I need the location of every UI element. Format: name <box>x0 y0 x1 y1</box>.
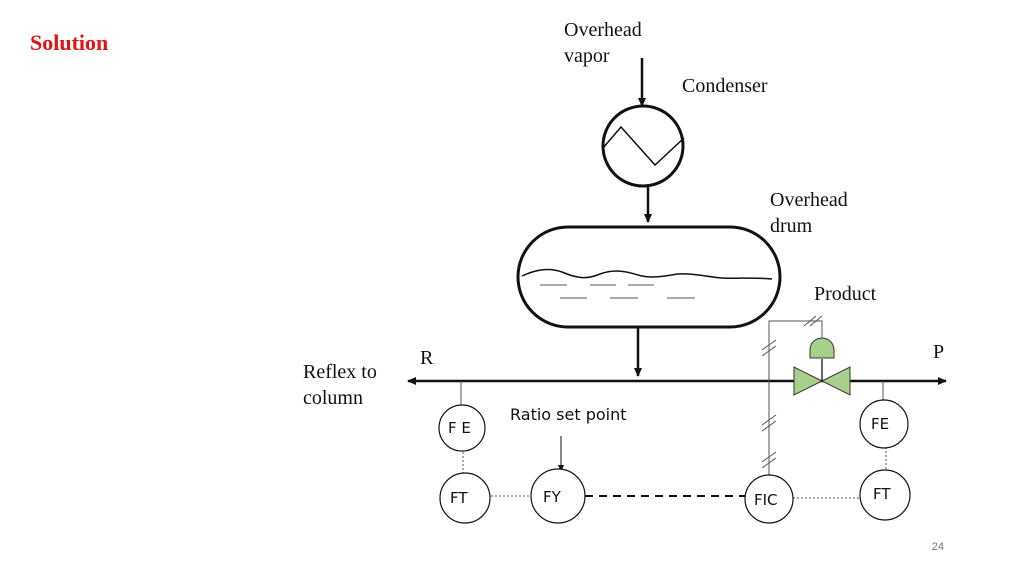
condenser-label: Condenser <box>682 75 768 97</box>
ratio-set-point-label: Ratio set point <box>510 405 627 424</box>
condenser-symbol <box>601 104 685 188</box>
stream-p-label: P <box>933 341 945 363</box>
page-number: 24 <box>931 541 944 553</box>
control-valve-symbol <box>793 337 851 396</box>
ft-right-tag: FT <box>873 485 891 503</box>
ft-left-bubble <box>439 472 491 524</box>
overhead-vapor-label-line1: Overhead <box>564 19 642 41</box>
overhead-drum-symbol <box>516 225 782 329</box>
fic-tag: FIC <box>754 491 778 509</box>
ft-right-bubble <box>859 469 911 521</box>
fic-bubble <box>744 474 794 524</box>
fy-tag: FY <box>543 488 561 506</box>
product-label: Product <box>814 283 877 305</box>
fe-right-bubble <box>859 399 909 449</box>
fe-right-tag: FE <box>871 415 890 433</box>
reflux-label-line1: Reflex to <box>303 361 377 383</box>
overhead-vapor-label-line2: vapor <box>564 45 610 67</box>
fic-to-valve-signal <box>761 315 823 481</box>
slide-title: Solution <box>30 30 109 55</box>
fe-left-tag: F E <box>448 419 471 437</box>
stream-r-label: R <box>420 347 434 369</box>
overhead-drum-label-line1: Overhead <box>770 189 848 211</box>
reflux-label-line2: column <box>303 387 363 409</box>
ft-left-tag: FT <box>450 489 468 507</box>
fy-bubble <box>530 468 586 524</box>
overhead-drum-label-line2: drum <box>770 215 813 237</box>
fe-left-bubble <box>438 404 486 452</box>
